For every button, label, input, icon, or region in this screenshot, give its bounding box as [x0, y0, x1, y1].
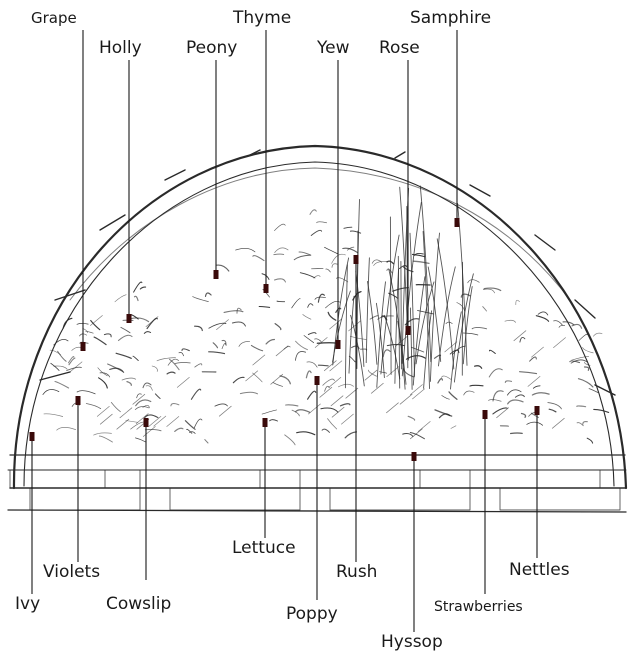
label-peony: Peony — [186, 38, 237, 58]
marker-yew — [336, 340, 341, 349]
label-rush: Rush — [336, 562, 377, 582]
label-samphire: Samphire — [410, 8, 491, 28]
marker-violets — [76, 396, 81, 405]
label-strawberries: Strawberries — [434, 597, 523, 617]
label-ivy: Ivy — [15, 594, 40, 614]
marker-thyme — [264, 284, 269, 293]
marker-samphire — [455, 218, 460, 227]
label-poppy: Poppy — [286, 604, 338, 624]
label-violets: Violets — [43, 562, 100, 582]
marker-grape — [81, 342, 86, 351]
label-lettuce: Lettuce — [232, 538, 296, 558]
label-holly: Holly — [99, 38, 142, 58]
marker-poppy — [315, 376, 320, 385]
label-thyme: Thyme — [233, 8, 291, 28]
label-nettles: Nettles — [509, 560, 570, 580]
marker-rush — [354, 255, 359, 264]
marker-cowslip — [144, 418, 149, 427]
marker-lettuce — [263, 418, 268, 427]
marker-nettles — [535, 406, 540, 415]
label-rose: Rose — [379, 38, 420, 58]
marker-peony — [214, 270, 219, 279]
marker-holly — [127, 314, 132, 323]
marker-ivy — [30, 432, 35, 441]
arch-outer — [14, 146, 626, 488]
marker-rose — [406, 326, 411, 335]
arch-inner — [24, 162, 614, 486]
marker-strawberries — [483, 410, 488, 419]
label-grape: Grape — [31, 8, 77, 28]
label-yew: Yew — [317, 38, 350, 58]
label-cowslip: Cowslip — [106, 594, 171, 614]
label-hyssop: Hyssop — [381, 632, 443, 652]
marker-hyssop — [412, 452, 417, 461]
